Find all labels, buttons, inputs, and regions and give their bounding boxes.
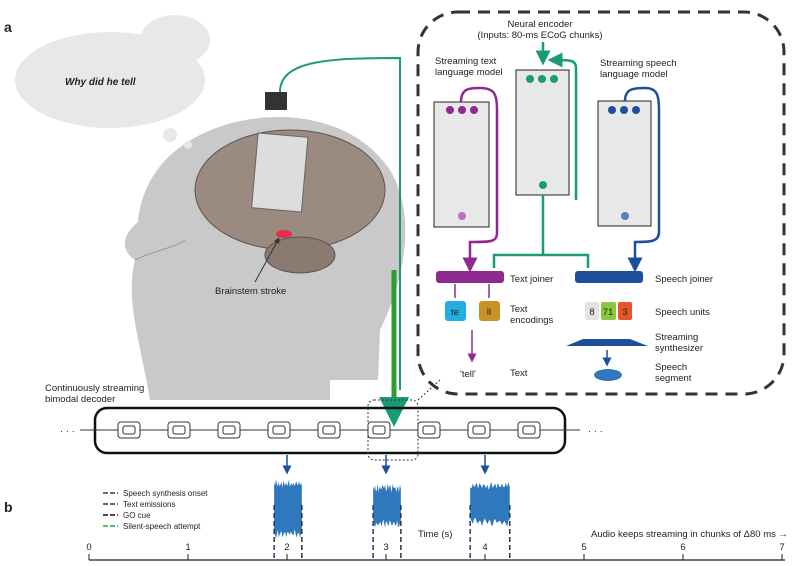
text-encodings-line1: Text (510, 304, 528, 315)
thought-bubble: Why did he tell (15, 15, 210, 149)
synth-line2: synthesizer (655, 343, 703, 354)
connector (265, 92, 287, 110)
decoder-cell (118, 422, 140, 438)
tick-label: 5 (581, 542, 586, 553)
waveform (373, 484, 401, 528)
speech-segment-line2: segment (655, 373, 692, 384)
text-lm-line2: language model (435, 67, 503, 78)
legend-item: Silent-speech attempt (123, 522, 201, 531)
tick-label: 0 (86, 542, 91, 553)
ellipsis-right: · · · (588, 426, 603, 437)
panel-label-a: a (4, 19, 12, 35)
encoder-subtitle: (Inputs: 80-ms ECoG chunks) (477, 30, 602, 41)
text-output-label: Text (510, 368, 528, 379)
waveforms (274, 455, 510, 560)
legend-item: Speech synthesis onset (123, 489, 208, 498)
unit-71: 71 (603, 307, 614, 318)
axis-label: Time (s) (418, 529, 452, 540)
speech-segment-blob (594, 369, 622, 381)
thought-text: Why did he tell (65, 77, 136, 88)
tick-label: 7 (779, 542, 784, 553)
legend-item: GO cue (123, 511, 151, 520)
decoder-cell (418, 422, 440, 438)
speech-lm-line1: Streaming speech (600, 58, 677, 69)
axis-note: Audio keeps streaming in chunks of Δ80 m… (591, 529, 788, 540)
speech-segment-line1: Speech (655, 362, 687, 373)
decoder-label-line2: bimodal decoder (45, 394, 115, 405)
tick-label: 4 (482, 542, 487, 553)
decoder-cell (168, 422, 190, 438)
text-lm-line1: Streaming text (435, 56, 497, 67)
unit-3: 3 (622, 307, 627, 318)
decoder-cell (318, 422, 340, 438)
legend-item: Text emissions (123, 500, 175, 509)
brainstem-lesion (276, 230, 292, 238)
tick-label: 1 (185, 542, 190, 553)
axis-ticks: 0 1 2 3 4 5 6 7 (86, 542, 784, 560)
text-joiner (436, 271, 504, 283)
speech-joiner-label: Speech joiner (655, 274, 713, 285)
speech-joiner (575, 271, 643, 283)
unit-8: 8 (589, 307, 594, 318)
speech-units-label: Speech units (655, 307, 710, 318)
text-encodings-line2: encodings (510, 315, 554, 326)
decoder-cell (218, 422, 240, 438)
decoder-cell (468, 422, 490, 438)
speech-lm-line2: language model (600, 69, 668, 80)
electrode-array (252, 133, 308, 212)
decoder-label-line1: Continuously streaming (45, 383, 144, 394)
speech-lm-network (598, 88, 659, 265)
synthesizer-shape (566, 339, 648, 346)
speech-units: 8 71 3 (585, 302, 632, 320)
tick-label: 3 (383, 542, 388, 553)
token-te-text: te (451, 307, 459, 318)
waveform (274, 479, 302, 539)
text-output: 'tell' (460, 369, 476, 380)
legend: Speech synthesis onsetText emissions GO c… (103, 489, 208, 531)
tick-label: 6 (680, 542, 685, 553)
panel-label-b: b (4, 499, 13, 515)
decoder-cell (268, 422, 290, 438)
text-lm-network (434, 88, 497, 265)
token-ll-text: ll (487, 307, 491, 318)
tick-label: 2 (284, 542, 289, 553)
encoder-network (494, 42, 588, 268)
decoder-cell (368, 422, 390, 438)
brainstem-label: Brainstem stroke (215, 286, 286, 297)
decoder-cell (518, 422, 540, 438)
encoder-title: Neural encoder (508, 19, 573, 30)
synth-line1: Streaming (655, 332, 698, 343)
waveform (470, 482, 510, 527)
ellipsis-left: · · · (60, 426, 75, 437)
text-joiner-label: Text joiner (510, 274, 553, 285)
decoder-cells (118, 422, 540, 438)
